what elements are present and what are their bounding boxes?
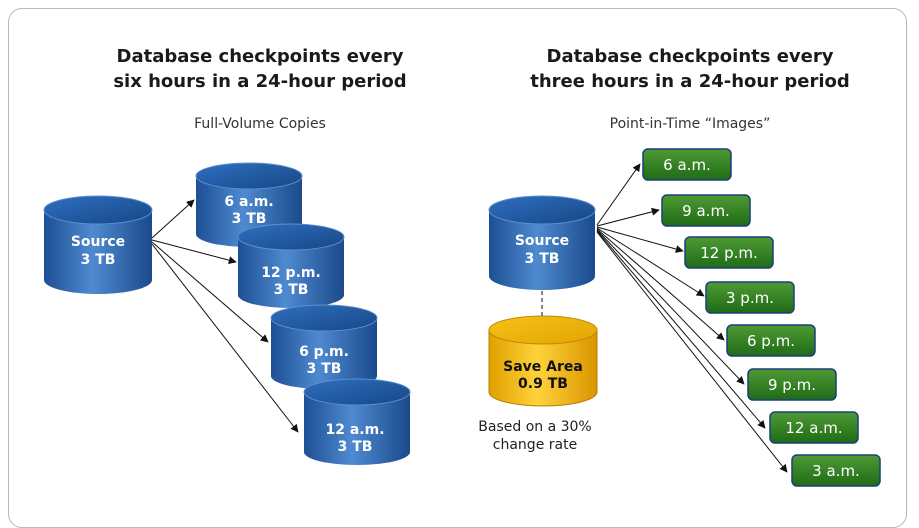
image-9pm-label: 9 p.m.: [768, 376, 816, 394]
right-panel-title: Database checkpoints every three hours i…: [520, 44, 860, 94]
right-title-line2: three hours in a 24-hour period: [530, 71, 850, 92]
change-rate-note: Based on a 30% change rate: [460, 418, 610, 454]
image-box-12am: 12 a.m.: [769, 411, 859, 444]
image-box-9am: 9 a.m.: [661, 194, 751, 227]
image-box-3am: 3 a.m.: [791, 454, 881, 487]
note-line1: Based on a 30%: [478, 419, 592, 435]
image-12pm-label: 12 p.m.: [700, 244, 758, 262]
left-title-line1: Database checkpoints every: [116, 46, 404, 67]
copy-6pm-size: 3 TB: [307, 361, 342, 377]
image-12am-label: 12 a.m.: [785, 419, 842, 437]
image-box-12pm: 12 p.m.: [684, 236, 774, 269]
arrow-source-to-6pm: [151, 241, 269, 343]
image-6am-label: 6 a.m.: [663, 156, 711, 174]
arrow-source-to-12am: [151, 243, 299, 433]
arrow-source-to-12pm: [151, 239, 237, 265]
image-box-6pm: 6 p.m.: [726, 324, 816, 357]
copy-6am-time: 6 a.m.: [224, 194, 273, 210]
left-arrows: [151, 199, 299, 433]
copy-cylinder-12pm: 12 p.m. 3 TB: [237, 223, 345, 308]
copy-12pm-time: 12 p.m.: [261, 265, 321, 281]
arrow-to-6pm-image: [596, 228, 725, 341]
copy-6am-size: 3 TB: [232, 211, 267, 227]
image-3pm-label: 3 p.m.: [726, 289, 774, 307]
right-panel-subtitle: Point-in-Time “Images”: [609, 116, 771, 132]
left-title-line2: six hours in a 24-hour period: [113, 71, 407, 92]
left-source-cylinder: Source 3 TB: [43, 195, 153, 294]
right-title-line1: Database checkpoints every: [546, 46, 834, 67]
arrow-to-12am-image: [596, 230, 766, 429]
arrow-to-9pm-image: [596, 229, 745, 385]
left-panel-subtitle: Full-Volume Copies: [194, 116, 326, 132]
right-source-label-line2: 3 TB: [525, 251, 560, 267]
arrow-source-to-6am: [151, 199, 195, 239]
arrow-to-12pm-image: [596, 226, 684, 253]
image-6pm-label: 6 p.m.: [747, 332, 795, 350]
right-source-cylinder: Source 3 TB: [488, 195, 596, 290]
right-source-label-line1: Source: [515, 233, 569, 249]
image-box-6am: 6 a.m.: [642, 148, 732, 181]
arrow-to-9am-image: [596, 207, 660, 227]
diagram-canvas: Source 3 TB 6 a.m. 3 TB 12 p.m. 3 TB 6 p…: [43, 148, 881, 487]
save-area-label-line1: Save Area: [503, 359, 583, 375]
right-arrows: [596, 163, 788, 473]
save-area-cylinder: Save Area 0.9 TB: [488, 315, 598, 407]
left-source-label-line1: Source: [71, 234, 125, 250]
save-area-label-line2: 0.9 TB: [518, 376, 568, 392]
copy-12pm-size: 3 TB: [274, 282, 309, 298]
image-3am-label: 3 a.m.: [812, 462, 860, 480]
copy-6pm-time: 6 p.m.: [299, 344, 349, 360]
note-line2: change rate: [492, 437, 578, 453]
arrow-to-6am-image: [596, 163, 641, 226]
arrow-to-3pm-image: [596, 227, 705, 297]
image-9am-label: 9 a.m.: [682, 202, 730, 220]
copy-cylinder-6pm: 6 p.m. 3 TB: [270, 304, 378, 389]
image-box-9pm: 9 p.m.: [747, 368, 837, 401]
copy-12am-time: 12 a.m.: [325, 422, 384, 438]
left-panel-title: Database checkpoints every six hours in …: [90, 44, 430, 94]
left-source-label-line2: 3 TB: [81, 252, 116, 268]
copy-cylinder-12am: 12 a.m. 3 TB: [303, 378, 411, 465]
image-box-3pm: 3 p.m.: [705, 281, 795, 314]
copy-12am-size: 3 TB: [338, 439, 373, 455]
arrow-to-3am-image: [596, 231, 788, 473]
